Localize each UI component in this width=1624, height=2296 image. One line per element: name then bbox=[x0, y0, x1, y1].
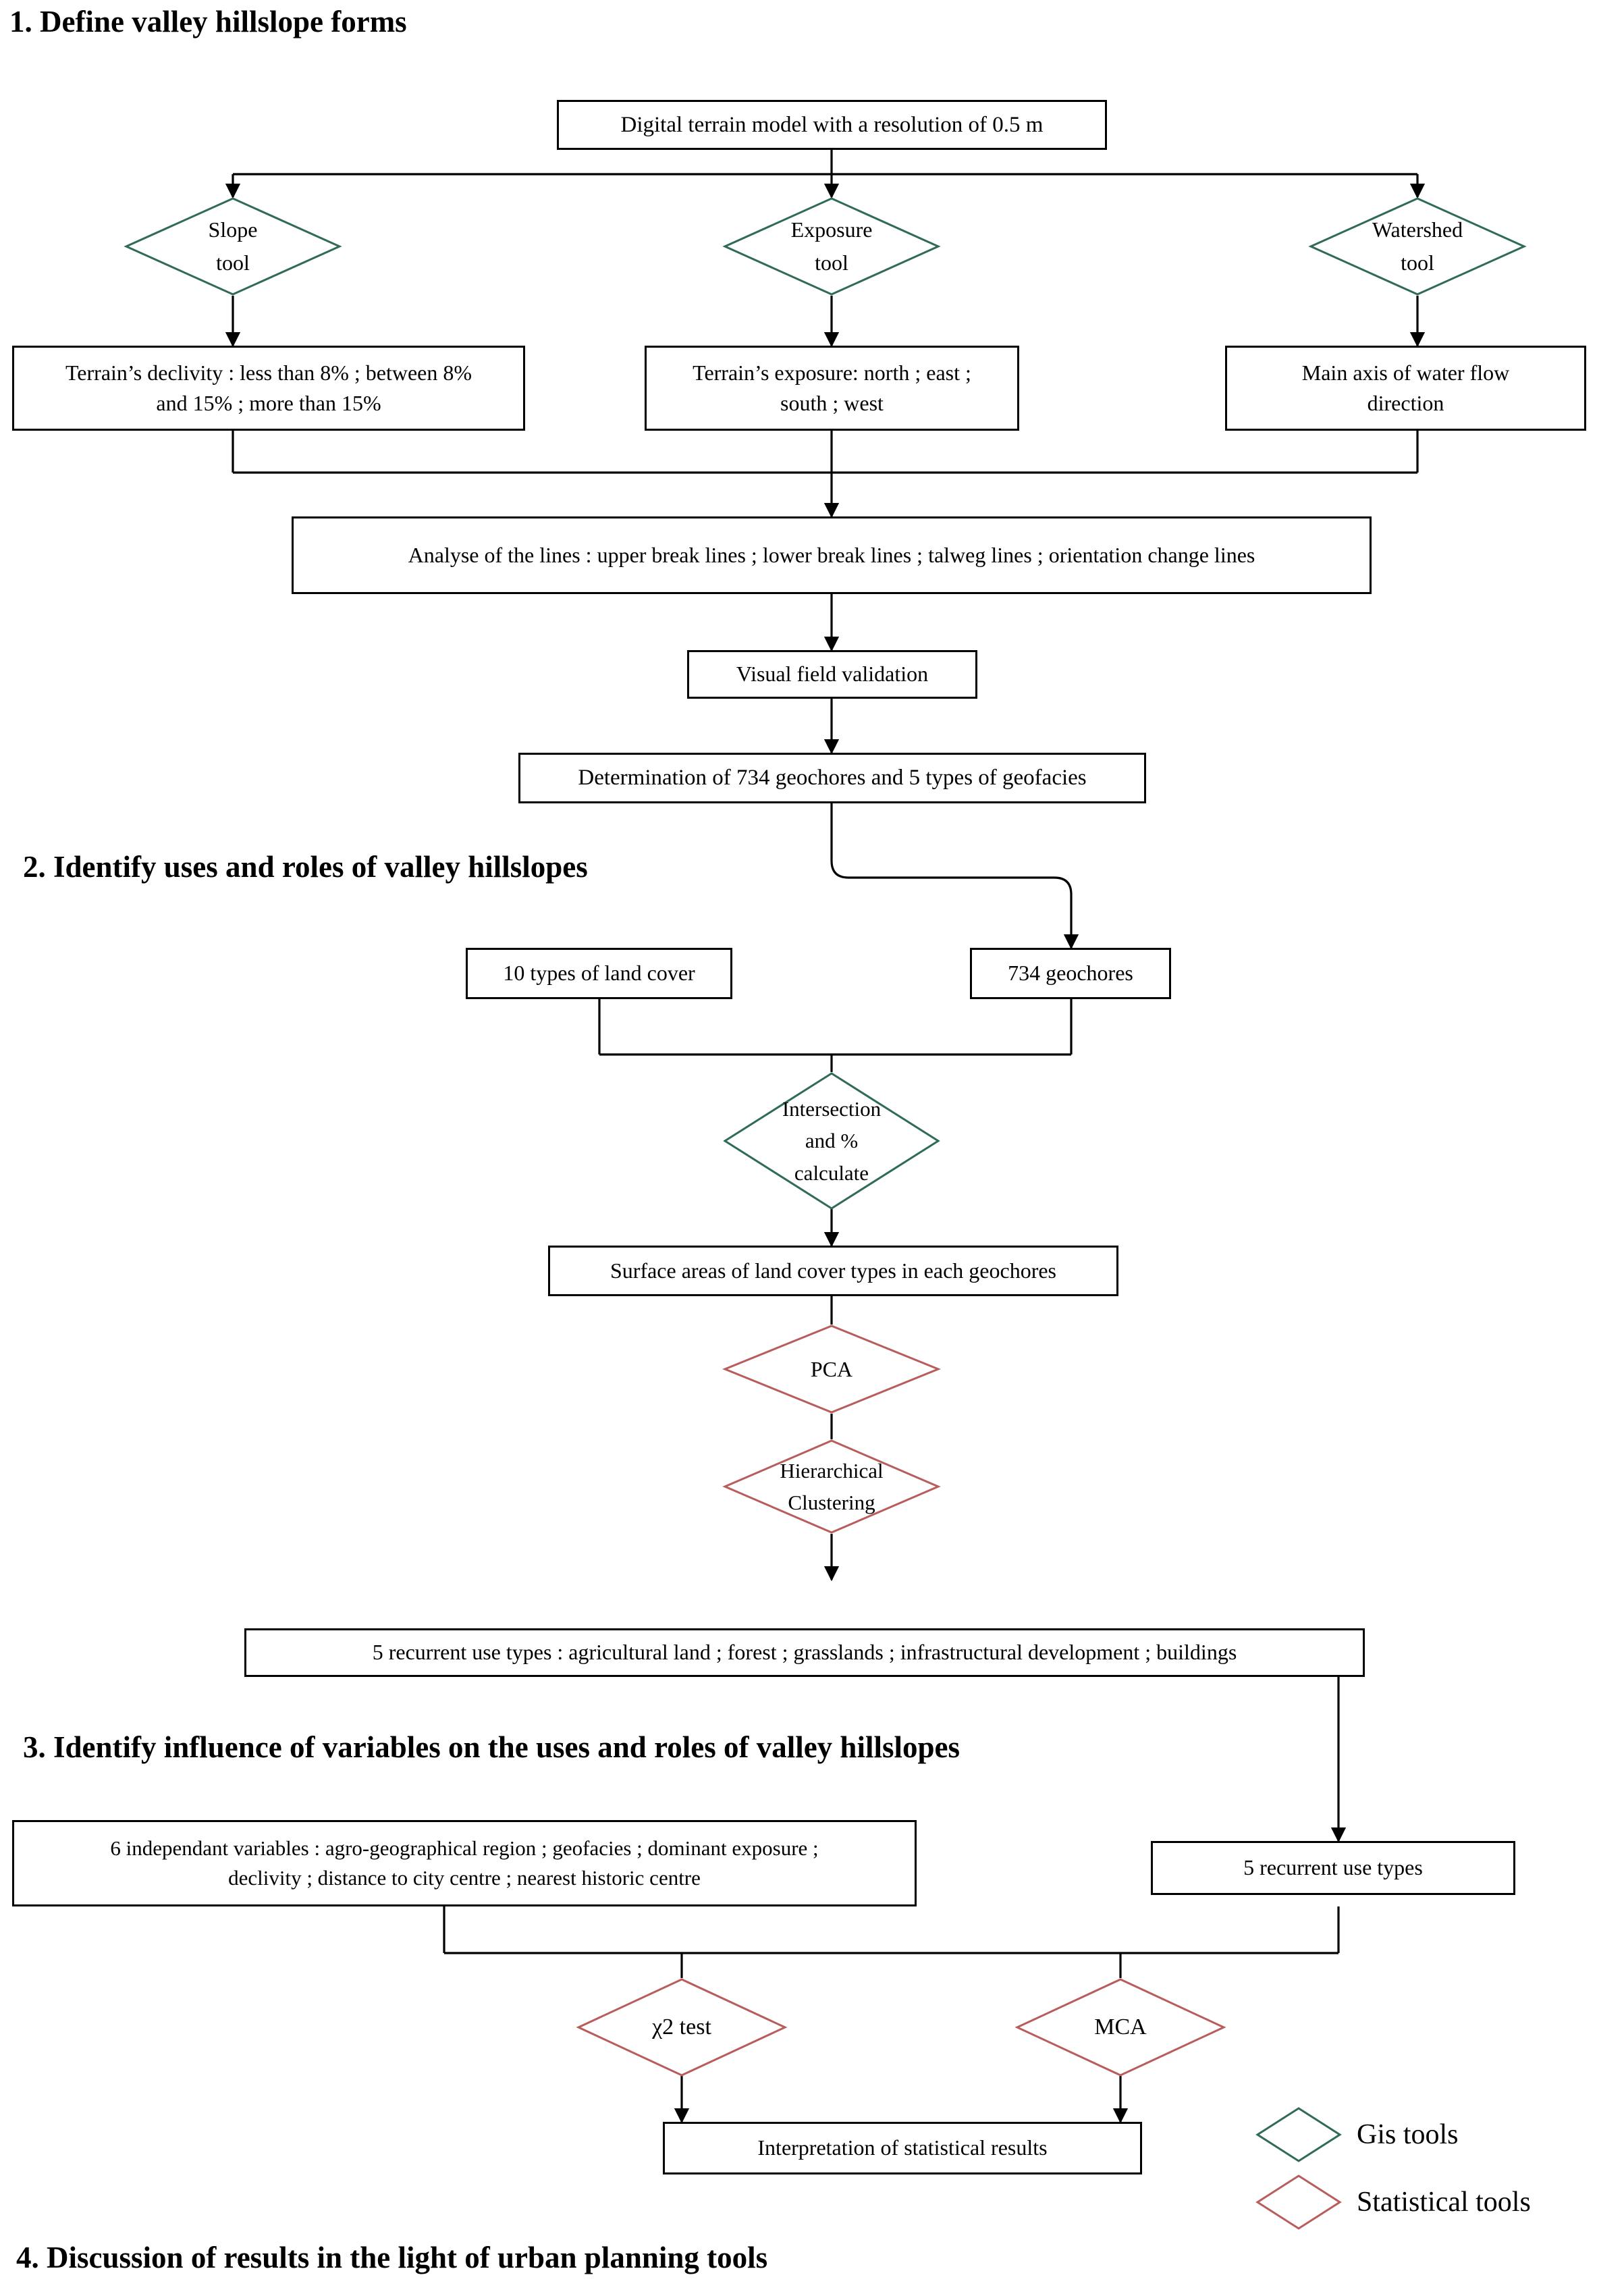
legend-item-gis-tools: Gis tools bbox=[1255, 2106, 1459, 2163]
heading-step-3: 3. Identify influence of variables on th… bbox=[23, 1730, 960, 1764]
variables-line-1: 6 independant variables : agro-geographi… bbox=[110, 1836, 819, 1860]
node-analyse-of-lines[interactable]: Analyse of the lines : upper break lines… bbox=[292, 516, 1372, 594]
node-independant-variables[interactable]: 6 independant variables : agro-geographi… bbox=[12, 1820, 917, 1906]
legend-label-gis-tools: Gis tools bbox=[1357, 2119, 1459, 2150]
node-label: 5 recurrent use types : agricultural lan… bbox=[372, 1640, 1237, 1665]
legend-item-statistical-tools: Statistical tools bbox=[1255, 2174, 1531, 2231]
node-slope-tool[interactable]: Slope tool bbox=[124, 197, 342, 296]
node-5-recurrent-use-types-short[interactable]: 5 recurrent use types bbox=[1151, 1841, 1515, 1895]
node-chi2-test[interactable]: χ2 test bbox=[576, 1978, 788, 2077]
node-water-flow-direction[interactable]: Main axis of water flow direction bbox=[1225, 346, 1586, 431]
node-watershed-tool[interactable]: Watershed tool bbox=[1308, 197, 1527, 296]
node-label: 734 geochores bbox=[1008, 961, 1133, 986]
node-intersection-calculate[interactable]: Intersection and % calculate bbox=[723, 1072, 940, 1210]
exposure-result-line-2: south ; west bbox=[780, 391, 884, 415]
heading-step-2: 2. Identify uses and roles of valley hil… bbox=[23, 850, 588, 884]
declivity-line-2: and 15% ; more than 15% bbox=[156, 391, 381, 415]
exposure-result-line-1: Terrain’s exposure: north ; east ; bbox=[693, 360, 971, 385]
node-734-geochores[interactable]: 734 geochores bbox=[970, 948, 1171, 999]
statistical-tool-diamond-icon bbox=[1255, 2174, 1342, 2231]
water-flow-line-2: direction bbox=[1367, 391, 1444, 415]
gis-tool-diamond-icon bbox=[1255, 2106, 1342, 2163]
node-label: Terrain’s declivity : less than 8% ; bet… bbox=[22, 358, 515, 419]
node-digital-terrain-model[interactable]: Digital terrain model with a resolution … bbox=[557, 100, 1107, 150]
node-pca[interactable]: PCA bbox=[722, 1325, 941, 1414]
edge-determination-geochores bbox=[830, 803, 1079, 950]
node-hierarchical-clustering[interactable]: Hierarchical Clustering bbox=[722, 1439, 941, 1534]
water-flow-line-1: Main axis of water flow bbox=[1301, 360, 1510, 385]
node-mca[interactable]: MCA bbox=[1014, 1978, 1226, 2077]
node-surface-areas[interactable]: Surface areas of land cover types in eac… bbox=[548, 1246, 1118, 1296]
node-label: 6 independant variables : agro-geographi… bbox=[22, 1834, 906, 1893]
heading-step-1: 1. Define valley hillslope forms bbox=[9, 5, 407, 38]
node-terrain-exposure[interactable]: Terrain’s exposure: north ; east ; south… bbox=[645, 346, 1019, 431]
node-label: Main axis of water flow direction bbox=[1235, 358, 1576, 419]
legend: Gis tools Statistical tools bbox=[1255, 2106, 1620, 2262]
node-determination-geochores[interactable]: Determination of 734 geochores and 5 typ… bbox=[518, 753, 1146, 803]
node-terrain-declivity[interactable]: Terrain’s declivity : less than 8% ; bet… bbox=[12, 346, 525, 431]
node-label: Visual field validation bbox=[736, 662, 929, 687]
node-5-recurrent-use-types-full[interactable]: 5 recurrent use types : agricultural lan… bbox=[244, 1628, 1365, 1677]
node-interpretation-results[interactable]: Interpretation of statistical results bbox=[663, 2122, 1142, 2174]
node-visual-field-validation[interactable]: Visual field validation bbox=[687, 650, 977, 699]
node-exposure-tool[interactable]: Exposure tool bbox=[722, 197, 941, 296]
node-label: Analyse of the lines : upper break lines… bbox=[408, 542, 1255, 567]
node-land-cover-types[interactable]: 10 types of land cover bbox=[466, 948, 732, 999]
declivity-line-1: Terrain’s declivity : less than 8% ; bet… bbox=[65, 360, 472, 385]
node-label: Interpretation of statistical results bbox=[757, 2135, 1048, 2160]
legend-label-statistical-tools: Statistical tools bbox=[1357, 2187, 1531, 2218]
node-label: Determination of 734 geochores and 5 typ… bbox=[578, 766, 1087, 791]
variables-line-2: declivity ; distance to city centre ; ne… bbox=[228, 1866, 701, 1890]
node-label: Terrain’s exposure: north ; east ; south… bbox=[655, 358, 1009, 419]
node-label: Surface areas of land cover types in eac… bbox=[610, 1258, 1056, 1283]
node-label: 10 types of land cover bbox=[503, 961, 695, 986]
node-label: 5 recurrent use types bbox=[1243, 1855, 1423, 1880]
node-label: Digital terrain model with a resolution … bbox=[620, 112, 1044, 137]
heading-step-4: 4. Discussion of results in the light of… bbox=[16, 2241, 768, 2274]
